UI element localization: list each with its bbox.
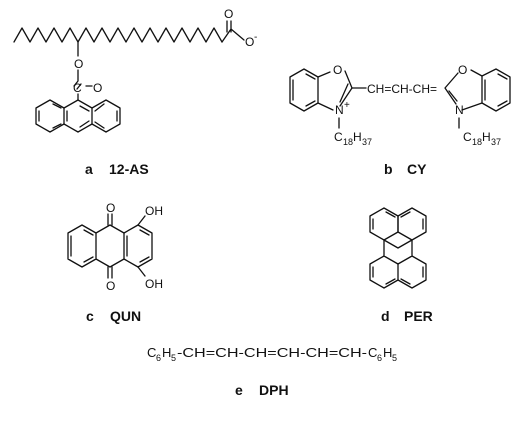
benzoxazole-right	[444, 68, 511, 112]
svg-text:6: 6	[377, 353, 382, 363]
cy-left-c18h37: C 18 H 37	[334, 130, 372, 147]
structure-qun: O O OH OH	[67, 201, 163, 293]
alkyl-chain	[13, 27, 223, 43]
caption-12-as: 12-AS	[109, 161, 149, 177]
cy-methine-chain: CH=CH-CH=	[367, 82, 437, 96]
svg-text:18: 18	[343, 137, 353, 147]
svg-text:18: 18	[472, 137, 482, 147]
qun-carbonyl-bonds	[107, 213, 113, 279]
qun-top-o-atom: O	[106, 201, 115, 215]
caption-letter-b: b	[384, 161, 393, 177]
caption-letter-e: e	[235, 382, 243, 398]
structure-per	[369, 207, 427, 289]
anion-o-atom: O	[245, 35, 254, 49]
cy-plus-charge: +	[344, 100, 350, 111]
qun-hydroxyl-bonds	[137, 215, 146, 277]
qun-bottom-o-atom: O	[106, 279, 115, 293]
svg-text:H: H	[482, 130, 491, 144]
cy-right-c18h37: C 18 H 37	[463, 130, 501, 147]
caption-per: PER	[404, 308, 433, 324]
caption-letter-d: d	[381, 308, 390, 324]
minus-charge: -	[254, 32, 257, 43]
svg-text:H: H	[383, 345, 392, 360]
per-ring-middle	[383, 239, 413, 265]
anthracene-ring	[35, 99, 121, 133]
svg-text:H: H	[353, 130, 362, 144]
carboxyl-o-atom: O	[224, 7, 233, 21]
ester-o-atom: O	[74, 57, 83, 71]
svg-text:5: 5	[392, 353, 397, 363]
caption-letter-c: c	[86, 308, 94, 324]
svg-text:C: C	[334, 130, 343, 144]
carbonyl-c-atom: C	[73, 81, 82, 95]
ester-link-bonds	[73, 41, 93, 90]
svg-text:-CH=CH-CH=CH-CH=CH-: -CH=CH-CH=CH-CH=CH-	[177, 345, 367, 360]
structure-12-as: O O - O C O	[13, 7, 257, 133]
qun-left-ring	[67, 224, 97, 268]
svg-text:C: C	[147, 345, 156, 360]
cy-left-n-atom: N	[335, 103, 344, 117]
per-ring-left-top	[369, 207, 399, 241]
caption-cy: CY	[407, 161, 427, 177]
structure-cy: O N + CH=CH-CH= C 18 H 37 O N C 18 H 37	[289, 63, 511, 147]
svg-text:5: 5	[171, 353, 176, 363]
svg-text:H: H	[162, 345, 171, 360]
svg-text:C: C	[463, 130, 472, 144]
per-ring-left-bottom	[369, 255, 399, 289]
cy-right-n-atom: N	[455, 103, 464, 117]
structure-dph-formula: C 6 H 5 -CH=CH-CH=CH-CH=CH- C 6 H 5	[147, 345, 397, 363]
qun-central-ring	[95, 224, 125, 268]
per-ring-right-top	[397, 207, 427, 241]
carboxylate-bonds	[221, 20, 245, 43]
svg-text:37: 37	[491, 137, 501, 147]
cy-right-o-atom: O	[458, 63, 467, 77]
caption-qun: QUN	[110, 308, 141, 324]
svg-text:6: 6	[156, 353, 161, 363]
cy-left-o-atom: O	[333, 63, 342, 77]
carbonyl-o-atom: O	[93, 81, 102, 95]
caption-letter-a: a	[85, 161, 93, 177]
qun-bottom-oh-group: OH	[145, 277, 163, 291]
svg-text:37: 37	[362, 137, 372, 147]
svg-text:C: C	[368, 345, 377, 360]
benzoxazolium-left	[289, 68, 353, 112]
qun-top-oh-group: OH	[145, 204, 163, 218]
per-ring-right-bottom	[397, 255, 427, 289]
qun-right-ring	[123, 224, 153, 268]
caption-dph: DPH	[259, 382, 289, 398]
